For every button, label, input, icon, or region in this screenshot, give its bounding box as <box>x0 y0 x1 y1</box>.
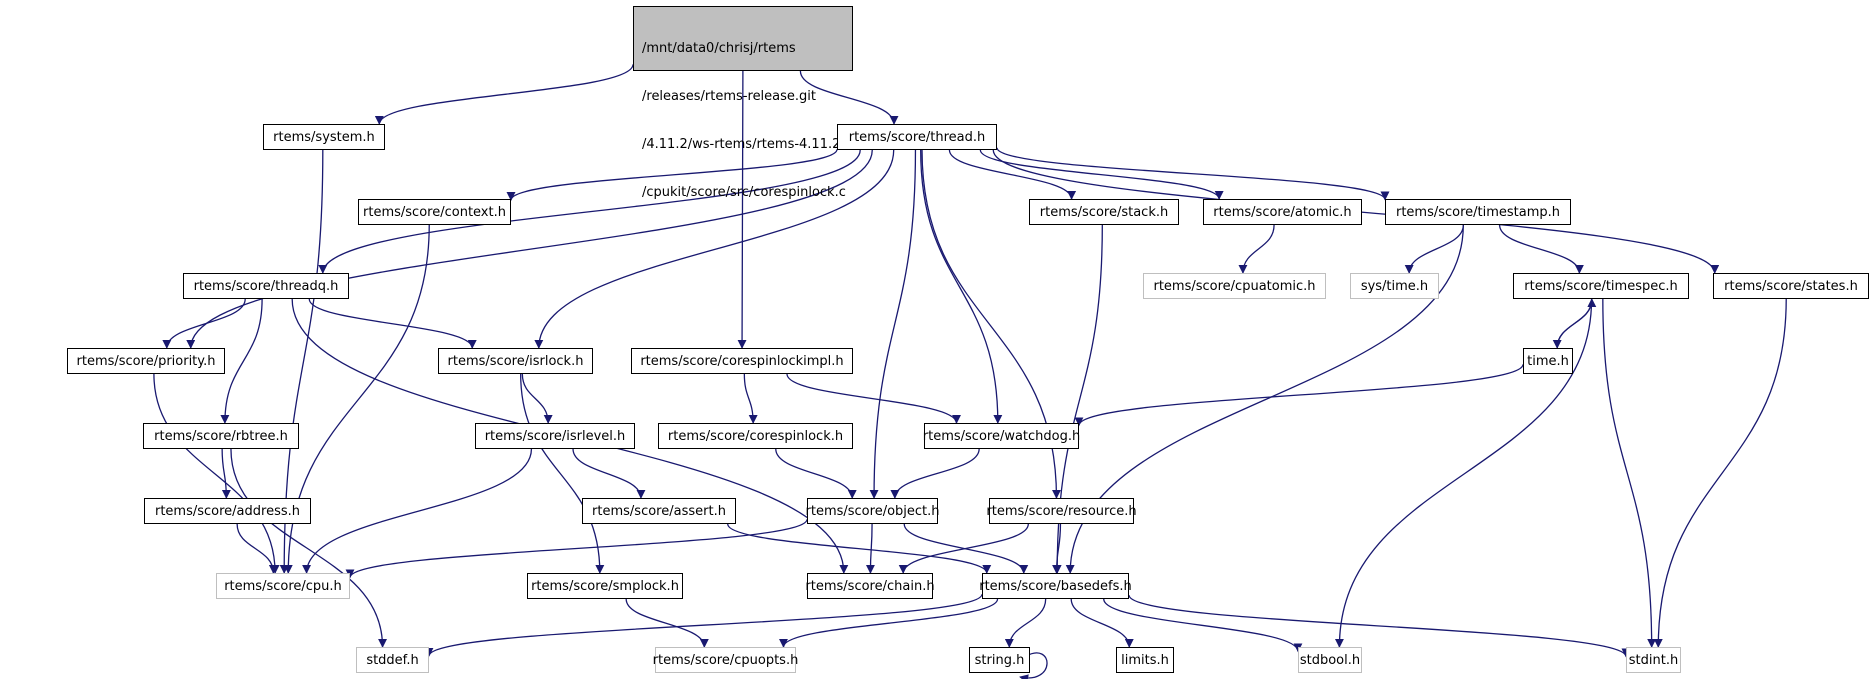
edge-corespinlock-to-object <box>775 448 857 499</box>
edge-basedefs-to-stdint <box>1128 594 1631 658</box>
edge-rbtree-to-stddef <box>230 448 388 648</box>
edge-thread-to-isrlock <box>534 149 895 349</box>
root-path-line: /mnt/data0/chrisj/rtems <box>642 41 796 56</box>
edge-basedefs-to-stddef <box>424 593 983 657</box>
edge-thread-to-stack <box>948 149 1077 200</box>
edge-basedefs-to-limits <box>1070 598 1134 648</box>
edge-root-to-system <box>374 64 634 125</box>
edge-basedefs-to-cpuopts <box>779 598 999 648</box>
edge-string-to-string <box>1019 652 1048 679</box>
edge-basedefs-to-string <box>1004 598 1047 648</box>
edge-timeh-to-watchdog <box>1074 364 1524 427</box>
node-context[interactable]: rtems/score/context.h <box>358 199 511 225</box>
node-assert[interactable]: rtems/score/assert.h <box>582 498 736 524</box>
node-timespec[interactable]: rtems/score/timespec.h <box>1513 273 1689 299</box>
node-isrlevel[interactable]: rtems/score/isrlevel.h <box>475 423 635 449</box>
edge-isrlevel-to-cpu <box>302 448 533 574</box>
edge-basedefs-to-stdbool <box>1103 598 1303 653</box>
root-path-line: /4.11.2/ws-rtems/rtems-4.11.2 <box>642 137 841 152</box>
edge-isrlock-to-smplock <box>520 373 605 574</box>
edge-isrlock-to-isrlevel <box>521 373 553 424</box>
edge-assert-to-basedefs <box>727 523 992 574</box>
node-system[interactable]: rtems/system.h <box>263 124 385 150</box>
edge-priority-to-cpu <box>153 373 280 574</box>
node-basedefs[interactable]: rtems/score/basedefs.h <box>979 573 1132 599</box>
edge-thread-to-object <box>869 149 917 499</box>
edge-thread-to-atomic <box>979 149 1224 200</box>
root-path-line: /cpukit/score/src/corespinlock.c <box>642 185 846 200</box>
node-cpuatomic: rtems/score/cpuatomic.h <box>1143 273 1326 299</box>
node-states[interactable]: rtems/score/states.h <box>1713 273 1869 299</box>
node-corespinlock[interactable]: rtems/score/corespinlock.h <box>658 423 853 449</box>
edge-thread-to-timestamp <box>996 147 1390 201</box>
node-smplock[interactable]: rtems/score/smplock.h <box>527 573 683 599</box>
node-string[interactable]: string.h <box>969 647 1030 673</box>
node-cpuopts: rtems/score/cpuopts.h <box>653 647 798 673</box>
node-stack[interactable]: rtems/score/stack.h <box>1029 199 1179 225</box>
node-address[interactable]: rtems/score/address.h <box>144 498 311 524</box>
root-file-node: /mnt/data0/chrisj/rtems /releases/rtems-… <box>633 6 853 200</box>
node-thread[interactable]: rtems/score/thread.h <box>837 124 997 150</box>
edge-states-to-stdint <box>1653 298 1787 648</box>
node-priority[interactable]: rtems/score/priority.h <box>67 348 225 374</box>
edge-isrlevel-to-assert <box>572 448 646 499</box>
edge-timestamp-to-timespec <box>1498 224 1584 274</box>
node-timestamp[interactable]: rtems/score/timestamp.h <box>1385 199 1571 225</box>
edge-address-to-cpu <box>236 523 278 574</box>
node-rbtree[interactable]: rtems/score/rbtree.h <box>143 423 299 449</box>
edge-watchdog-to-object <box>890 448 980 499</box>
node-isrlock[interactable]: rtems/score/isrlock.h <box>438 348 593 374</box>
edge-resource-to-chain <box>898 523 1029 574</box>
node-resource[interactable]: rtems/score/resource.h <box>986 498 1137 524</box>
edge-threadq-to-rbtree <box>220 298 263 424</box>
node-timeh[interactable]: time.h <box>1523 348 1573 374</box>
edge-system-to-cpu <box>279 149 324 574</box>
edge-object-to-chain <box>865 523 875 574</box>
node-atomic[interactable]: rtems/score/atomic.h <box>1203 199 1362 225</box>
edge-thread-to-priority <box>186 149 873 349</box>
node-object[interactable]: rtems/score/object.h <box>806 498 940 524</box>
edge-timeh-to-timespec <box>1556 298 1597 349</box>
edge-smplock-to-cpuopts <box>625 598 709 648</box>
node-stddef: stddef.h <box>356 647 429 673</box>
edge-resource-to-basedefs <box>1052 523 1062 574</box>
edge-rbtree-to-address <box>221 448 231 499</box>
root-path-line: /releases/rtems-release.git <box>642 89 817 104</box>
node-systime: sys/time.h <box>1350 273 1439 299</box>
node-limits[interactable]: limits.h <box>1116 647 1174 673</box>
node-stdint: stdint.h <box>1626 647 1681 673</box>
edge-thread-to-context <box>506 149 838 202</box>
edge-atomic-to-cpuatomic <box>1238 224 1275 274</box>
node-stdbool: stdbool.h <box>1298 647 1362 673</box>
node-threadq[interactable]: rtems/score/threadq.h <box>183 273 349 299</box>
edge-thread-to-threadq <box>318 149 861 274</box>
edge-timestamp-to-systime <box>1404 224 1464 274</box>
edge-thread-to-watchdog <box>920 149 1003 424</box>
node-chain[interactable]: rtems/score/chain.h <box>805 573 935 599</box>
edge-root-to-corespinlockimpl <box>737 70 747 349</box>
edge-corespinlockimpl-to-watchdog <box>786 373 961 424</box>
node-corespinlockimpl[interactable]: rtems/score/corespinlockimpl.h <box>631 348 853 374</box>
edge-timespec-to-stdint <box>1602 298 1657 648</box>
edge-root-to-thread <box>799 70 899 125</box>
edge-timespec-to-stdbool <box>1334 298 1593 648</box>
node-watchdog[interactable]: rtems/score/watchdog.h <box>923 423 1080 449</box>
edge-corespinlockimpl-to-corespinlock <box>743 373 758 424</box>
edge-threadq-to-priority <box>162 298 246 349</box>
edge-threadq-to-isrlock <box>308 298 477 349</box>
node-cpu: rtems/score/cpu.h <box>216 573 350 599</box>
edge-object-to-cpu <box>345 519 808 579</box>
